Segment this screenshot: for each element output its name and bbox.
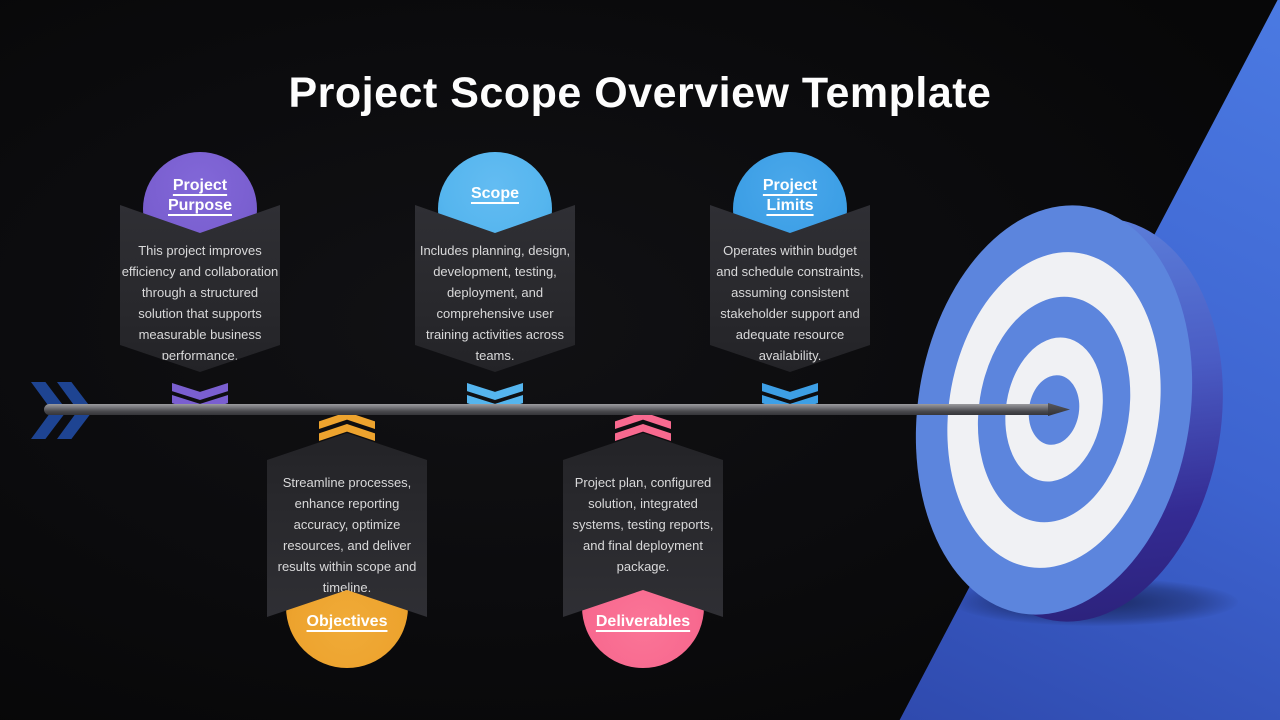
slide-title: Project Scope Overview Template xyxy=(288,68,992,117)
project-limits-description: Operates within budget and schedule cons… xyxy=(716,243,864,363)
chevron-up-icon xyxy=(615,412,671,441)
objectives-description: Streamline processes, enhance reporting … xyxy=(277,475,417,595)
scope-label: Scope xyxy=(470,185,519,202)
project-limits-label: Project Limits xyxy=(762,177,818,214)
project-purpose-description: This project improves efficiency and col… xyxy=(121,243,279,363)
project-purpose-label: Project Purpose xyxy=(167,177,232,214)
scope-description: Includes planning, design, development, … xyxy=(419,243,571,363)
deliverables-card: Project plan, configured solution, integ… xyxy=(563,433,723,617)
objectives-label: Objectives xyxy=(306,613,388,630)
chevron-up-icon xyxy=(319,412,375,441)
deliverables-label: Deliverables xyxy=(595,613,691,630)
deliverables-description: Project plan, configured solution, integ… xyxy=(572,475,714,574)
arrow-shaft xyxy=(44,404,1050,415)
objectives-card: Streamline processes, enhance reporting … xyxy=(267,433,427,617)
